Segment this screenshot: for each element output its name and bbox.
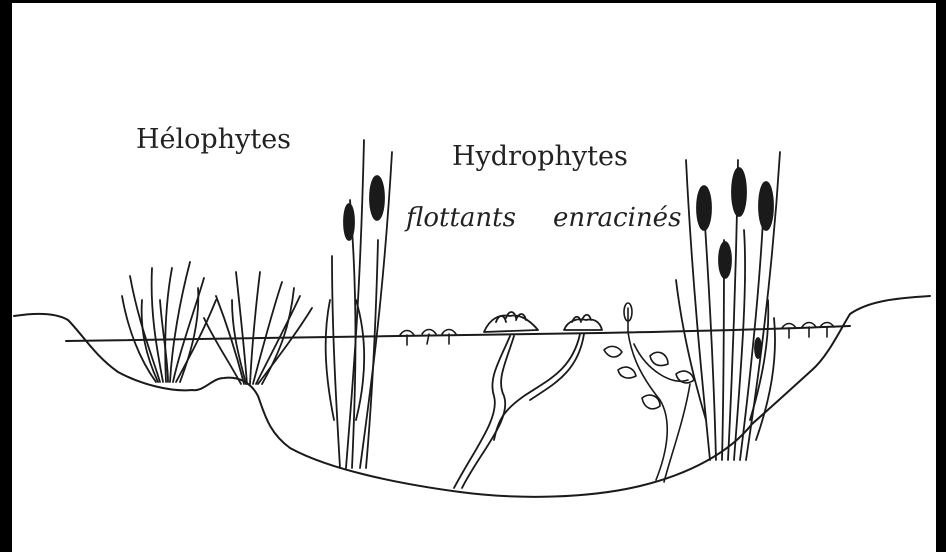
floating-plants [400,323,834,346]
tall-reeds-left [326,140,392,468]
tall-reeds-right [676,152,780,460]
cattail-head [344,204,354,240]
label-flottants: flottants [406,205,516,231]
label-helophytes: Hélophytes [136,126,291,153]
label-enracines: enracinés [553,205,681,231]
pond-basin-outline [14,296,930,497]
cattail-head [370,176,384,220]
cattail-head [759,182,773,230]
helophyte-clump-right [204,272,312,384]
cattail-head [732,168,746,216]
submerged-rooted-plant [604,303,694,482]
cattail-head [697,186,711,230]
helophyte-clump-left [122,262,216,382]
water-lily-left [454,312,538,488]
label-hydrophytes: Hydrophytes [452,143,628,170]
cattail-head [719,242,731,278]
cattail-head [755,338,761,358]
